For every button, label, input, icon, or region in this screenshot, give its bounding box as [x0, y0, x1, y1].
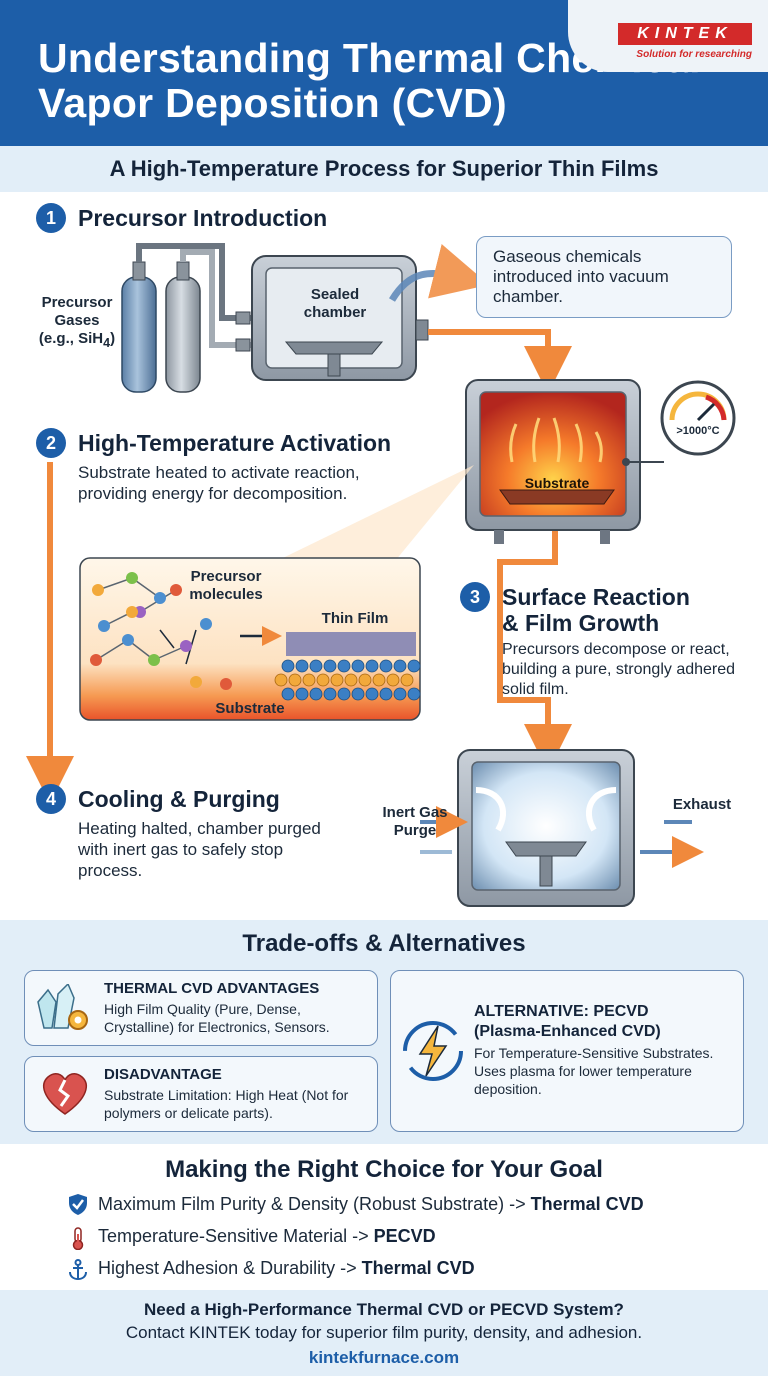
step-1-title: Precursor Introduction — [78, 205, 328, 231]
choice-title: Making the Right Choice for Your Goal — [165, 1156, 603, 1183]
alternative-card — [390, 970, 744, 1132]
step-4-badge: 4 — [36, 784, 66, 814]
advantages-card — [24, 970, 378, 1046]
choice-row-purity: Maximum Film Purity & Density (Robust Su… — [98, 1194, 644, 1214]
step-3-title: Surface Reaction & Film Growth — [502, 584, 690, 636]
step-1-badge: 1 — [36, 203, 66, 233]
page-subtitle: A High-Temperature Process for Superior … — [109, 156, 659, 181]
inset-substrate-label: Substrate — [215, 700, 285, 717]
logo-tagline: Solution for researching — [636, 49, 752, 60]
subtitle-band — [0, 146, 768, 192]
sealed-chamber — [251, 255, 429, 381]
disadvantage-heading: DISADVANTAGE — [104, 1066, 222, 1083]
substrate-label: Substrate — [524, 475, 590, 491]
advantages-heading: THERMAL CVD ADVANTAGES — [104, 980, 320, 997]
step-4-desc: Heating halted, chamber purged with iner… — [78, 819, 321, 880]
choice-row-temperature: Temperature-Sensitive Material -> PECVD — [98, 1226, 436, 1246]
process-diagram — [26, 243, 736, 907]
broken-heart-icon — [43, 1072, 87, 1115]
footer-question: Need a High-Performance Thermal CVD or P… — [144, 1300, 624, 1319]
exhaust-label: Exhaust — [672, 796, 732, 813]
footer-band — [0, 1290, 768, 1376]
step-2-desc: Substrate heated to activate reaction, p… — [78, 463, 360, 503]
alternative-heading: ALTERNATIVE: PECVD (Plasma-Enhanced CVD) — [474, 1003, 661, 1040]
precursor-molecules-label: Precursor molecules — [189, 568, 263, 603]
thermometer-icon — [72, 1227, 84, 1250]
step-4-title: Cooling & Purging — [78, 786, 280, 812]
tradeoffs-title: Trade-offs & Alternatives — [242, 930, 526, 957]
sealed-chamber-label: Sealed chamber — [303, 286, 367, 321]
precursor-gases-label: Precursor Gases (e.g., SiH4) — [38, 294, 116, 350]
alternative-body: For Temperature-Sensitive Substrates. Us… — [474, 1045, 714, 1097]
footer-url-link[interactable]: kintekfurnace.com — [308, 1348, 460, 1367]
footer-cta: Contact KINTEK today for superior film p… — [125, 1323, 643, 1342]
reaction-inset — [79, 557, 421, 721]
kintek-logo[interactable]: KINTEK — [618, 23, 752, 45]
advantages-body: High Film Quality (Pure, Dense, Crystall… — [104, 1001, 330, 1035]
disadvantage-body: Substrate Limitation: High Heat (Not for… — [104, 1087, 349, 1121]
step-3-desc: Precursors decompose or react, building … — [502, 641, 736, 698]
crystal-gear-icon — [37, 984, 88, 1030]
lightning-icon — [403, 1021, 463, 1081]
step-2-title: High-Temperature Activation — [78, 430, 392, 456]
temperature-gauge — [660, 380, 736, 456]
cooling-chamber — [420, 749, 704, 907]
step-2-badge: 2 — [36, 428, 66, 458]
choice-row-adhesion: Highest Adhesion & Durability -> Thermal… — [98, 1258, 475, 1278]
thin-film-label: Thin Film — [321, 610, 389, 627]
step-1-callout: Gaseous chemicals introduced into vacuum… — [476, 236, 732, 318]
anchor-icon — [69, 1259, 87, 1281]
shield-check-icon — [69, 1194, 87, 1215]
gas-cylinders — [121, 243, 252, 393]
temperature-readout: >1000°C — [676, 425, 720, 437]
heated-chamber — [465, 379, 664, 544]
step-3-badge: 3 — [460, 582, 490, 612]
inert-gas-label: Inert Gas Purge — [382, 804, 448, 839]
